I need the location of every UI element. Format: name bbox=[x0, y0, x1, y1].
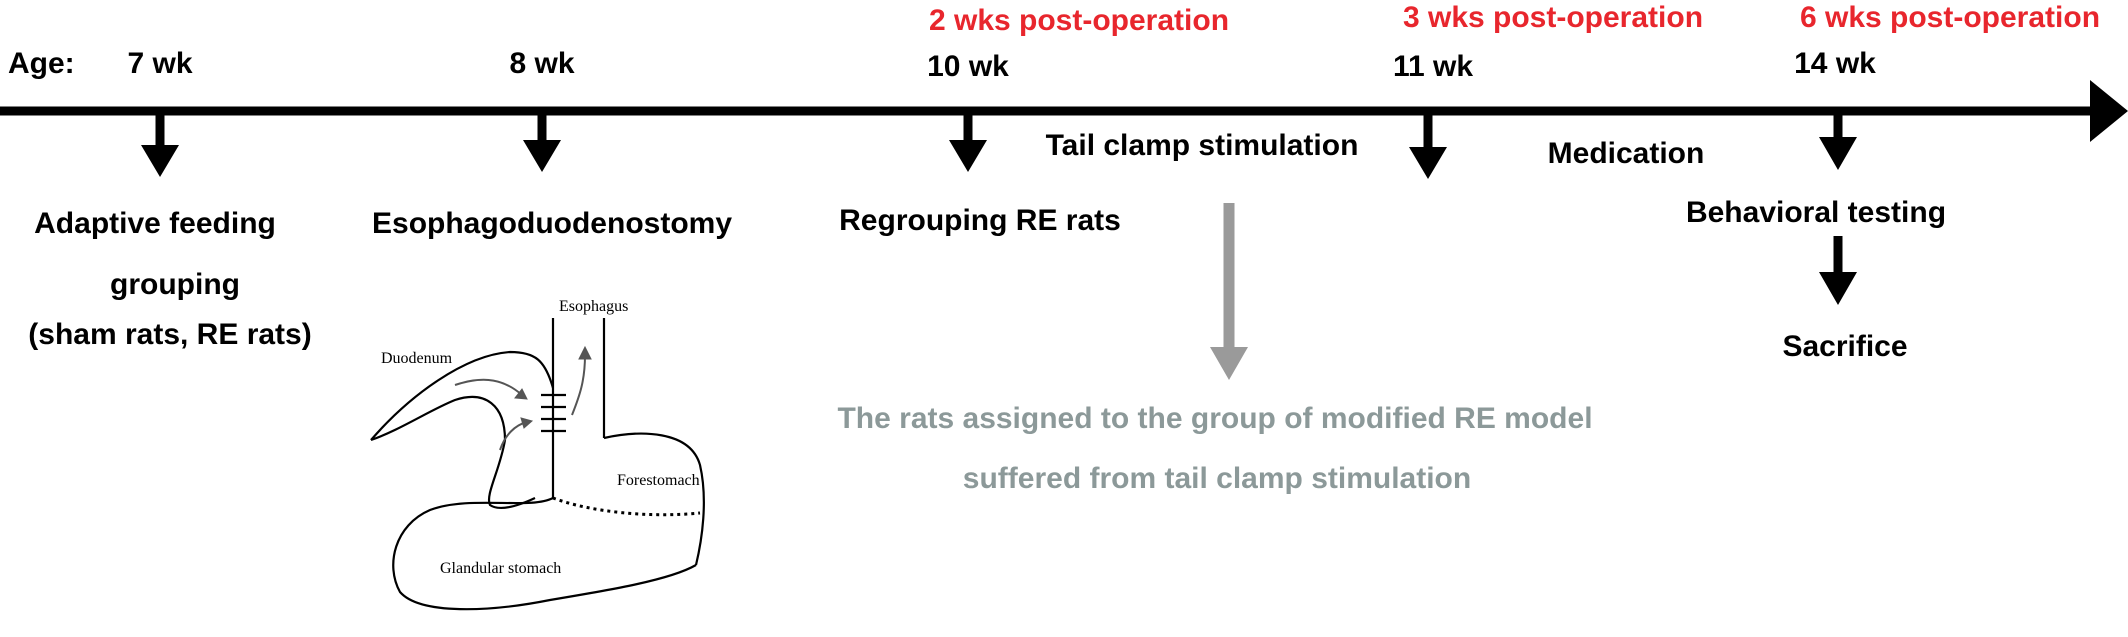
duodenum-lower-wall bbox=[370, 395, 536, 509]
age-8wk: 8 wk bbox=[509, 47, 574, 80]
tick-10wk: 2 wks post-operation 10 wk Regrouping RE… bbox=[839, 4, 1229, 237]
age-10wk: 10 wk bbox=[927, 50, 1009, 83]
medication-label: Medication bbox=[1548, 137, 1705, 170]
forestomach-outline bbox=[603, 432, 705, 566]
postop-10wk: 2 wks post-operation bbox=[929, 4, 1229, 37]
down-arrow-icon bbox=[523, 140, 561, 172]
forestomach-label: Forestomach bbox=[617, 472, 700, 489]
age-14wk: 14 wk bbox=[1794, 47, 1876, 80]
postop-11wk: 3 wks post-operation bbox=[1403, 1, 1703, 34]
tick-14wk: 6 wks post-operation 14 wk Behavioral te… bbox=[1686, 1, 2100, 363]
event-14wk: Behavioral testing bbox=[1686, 196, 1946, 229]
note-line2: suffered from tail clamp stimulation bbox=[963, 462, 1471, 495]
down-arrow-icon bbox=[1819, 272, 1857, 305]
down-arrow-icon bbox=[1819, 137, 1857, 170]
flow-arrow-up bbox=[571, 354, 586, 416]
age-label: Age: bbox=[8, 47, 75, 80]
glandular-stomach-label: Glandular stomach bbox=[440, 560, 561, 577]
note-line1: The rats assigned to the group of modifi… bbox=[837, 402, 1592, 435]
sacrifice-label: Sacrifice bbox=[1782, 330, 1907, 363]
note-arrow bbox=[1210, 203, 1248, 380]
down-arrow-icon bbox=[1409, 147, 1447, 179]
limiting-ridge bbox=[552, 496, 701, 517]
flow-arrow-head-icon bbox=[514, 388, 528, 400]
flow-arrow-head-icon bbox=[578, 345, 592, 360]
event-8wk: Esophagoduodenostomy bbox=[372, 207, 732, 240]
tick-7wk: 7 wk Adaptive feeding grouping (sham rat… bbox=[28, 47, 311, 351]
flow-arrow-upper bbox=[454, 378, 523, 396]
tail-clamp-label: Tail clamp stimulation bbox=[1046, 129, 1359, 162]
anatomy-sketch bbox=[370, 318, 705, 611]
flow-arrow-head-icon bbox=[520, 417, 534, 429]
esophagus-label: Esophagus bbox=[559, 298, 628, 315]
down-arrow-icon bbox=[141, 145, 179, 177]
timeline-axis bbox=[0, 80, 2128, 142]
age-7wk: 7 wk bbox=[127, 47, 192, 80]
tick-8wk: 8 wk Esophagoduodenostomy bbox=[372, 47, 732, 240]
timeline-arrowhead-icon bbox=[2090, 80, 2128, 142]
tick-11wk: 3 wks post-operation 11 wk bbox=[1393, 1, 1703, 179]
event-7wk-line2: grouping bbox=[110, 268, 240, 301]
stomach-outline bbox=[392, 497, 697, 611]
event-10wk: Regrouping RE rats bbox=[839, 204, 1121, 237]
duodenum-label: Duodenum bbox=[381, 350, 453, 367]
event-7wk-line3: (sham rats, RE rats) bbox=[28, 318, 311, 351]
gray-down-arrow-icon bbox=[1210, 347, 1248, 380]
age-11wk: 11 wk bbox=[1393, 50, 1473, 83]
duodenum-upper-wall bbox=[370, 350, 555, 441]
down-arrow-icon bbox=[949, 140, 987, 172]
postop-14wk: 6 wks post-operation bbox=[1800, 1, 2100, 34]
event-7wk-line1: Adaptive feeding bbox=[34, 207, 276, 240]
